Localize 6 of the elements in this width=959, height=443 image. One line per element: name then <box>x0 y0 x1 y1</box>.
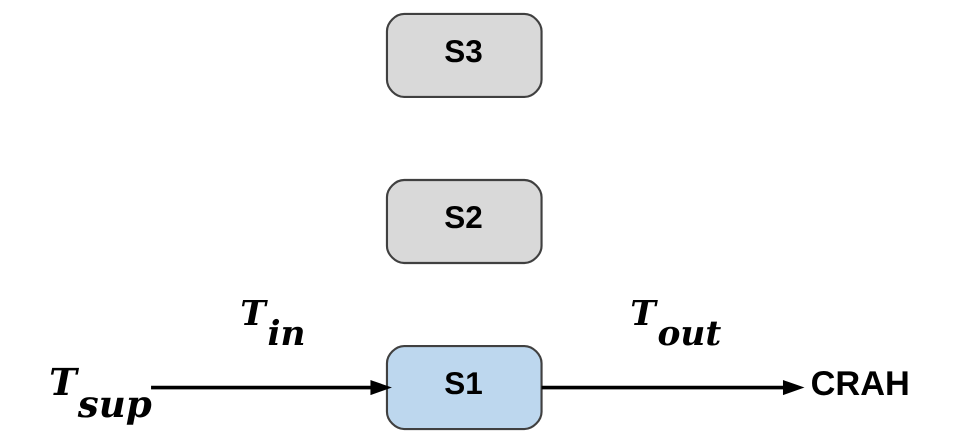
node-box: S1 <box>385 344 542 430</box>
arrow <box>150 380 392 396</box>
node-text: CRAH <box>810 364 910 403</box>
node-box: S2 <box>385 178 542 264</box>
node-box: S3 <box>385 12 542 98</box>
arrow <box>541 380 804 396</box>
